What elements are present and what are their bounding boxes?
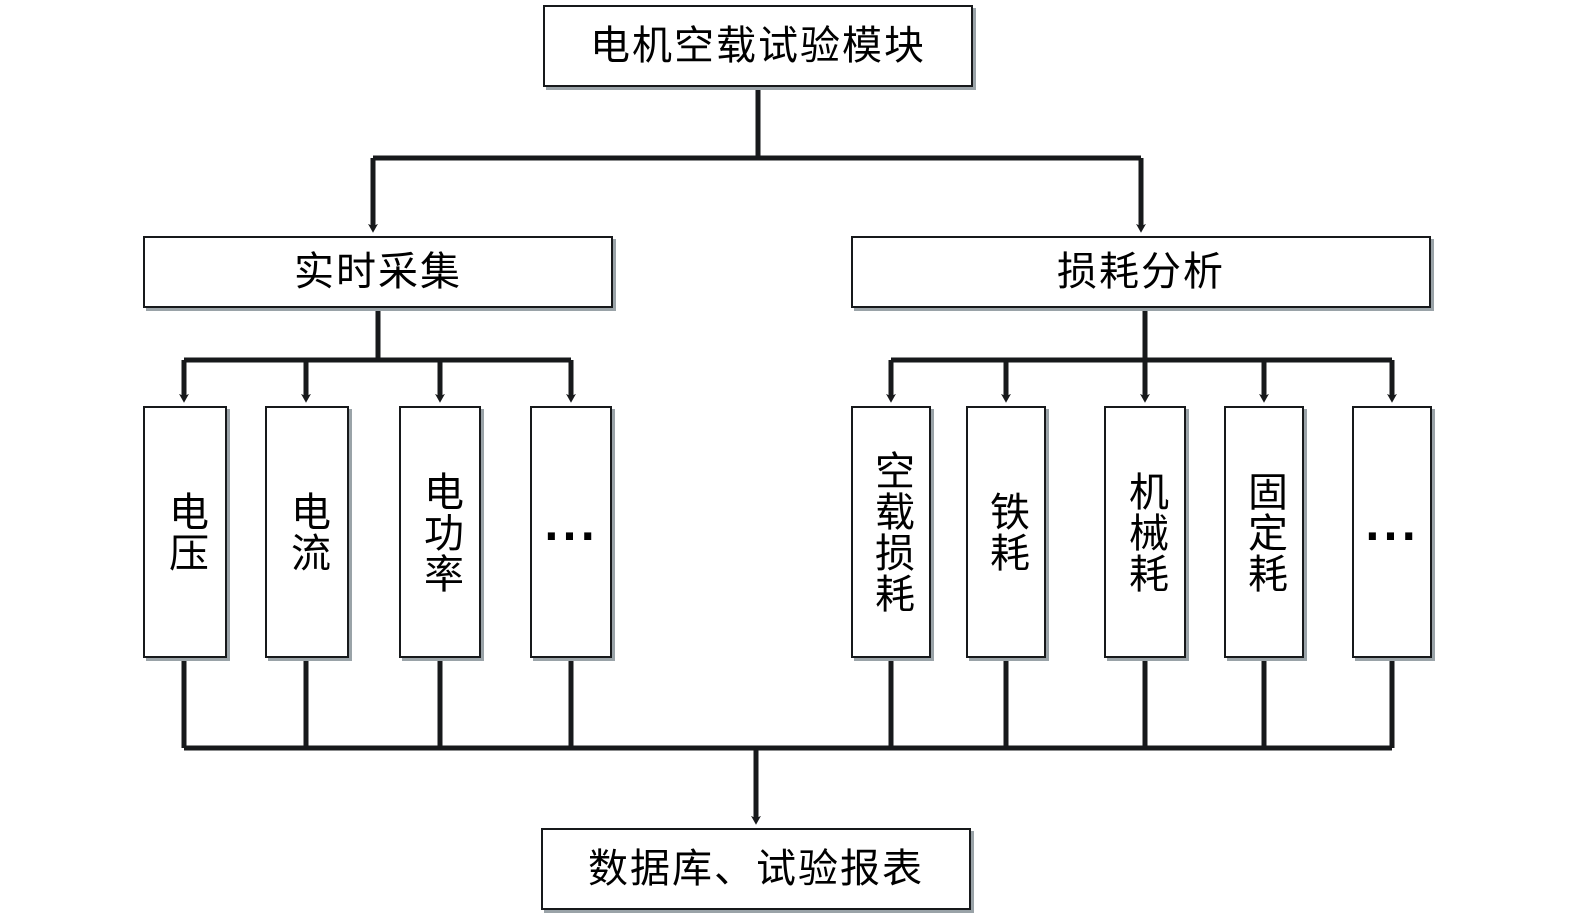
node-root-label: 电机空载试验模块 [590, 22, 926, 69]
node-database-report[interactable]: 数据库、试验报表 [541, 828, 971, 910]
node-current[interactable]: 电流 [265, 406, 349, 658]
node-loss-analysis-label: 损耗分析 [1057, 248, 1225, 295]
node-mechanical-loss-label: 机械耗 [1122, 470, 1168, 594]
node-electric-power[interactable]: 电功率 [399, 406, 481, 658]
node-no-load-loss[interactable]: 空载损耗 [851, 406, 931, 658]
node-no-load-loss-label: 空载损耗 [868, 450, 914, 614]
ellipsis-icon: ... [1364, 503, 1420, 550]
node-loss-analysis[interactable]: 损耗分析 [851, 236, 1431, 308]
node-current-label: 电流 [284, 491, 330, 573]
node-voltage[interactable]: 电压 [143, 406, 227, 658]
node-electric-power-label: 电功率 [417, 470, 463, 594]
node-voltage-label: 电压 [162, 491, 208, 573]
node-iron-loss[interactable]: 铁耗 [966, 406, 1046, 658]
node-fixed-loss[interactable]: 固定耗 [1224, 406, 1304, 658]
node-root[interactable]: 电机空载试验模块 [543, 5, 973, 87]
node-realtime-acquisition-label: 实时采集 [294, 248, 462, 295]
node-more-left[interactable]: ... [530, 406, 612, 658]
node-fixed-loss-label: 固定耗 [1241, 470, 1287, 594]
ellipsis-icon: ... [543, 503, 599, 550]
node-iron-loss-label: 铁耗 [983, 491, 1029, 573]
node-more-right[interactable]: ... [1352, 406, 1432, 658]
node-realtime-acquisition[interactable]: 实时采集 [143, 236, 613, 308]
node-mechanical-loss[interactable]: 机械耗 [1104, 406, 1186, 658]
node-database-report-label: 数据库、试验报表 [588, 845, 924, 892]
